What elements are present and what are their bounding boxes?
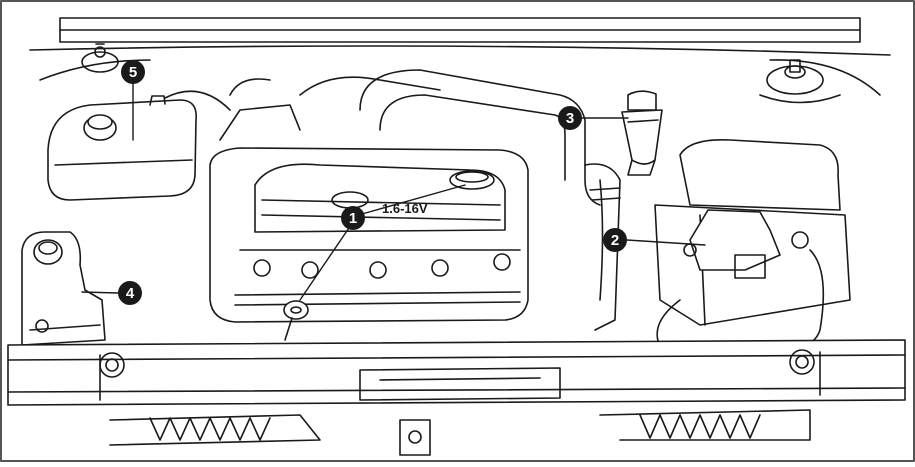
callout-5-marker: 5: [121, 60, 145, 84]
leader-lines: [81, 83, 706, 301]
callout-5-number: 5: [129, 64, 137, 81]
callout-2-number: 2: [611, 232, 619, 249]
coolant-expansion-tank: [47, 90, 231, 201]
callout-3-marker: 3: [558, 106, 582, 130]
engine-label: 1.6-16V: [382, 201, 428, 216]
callout-1-marker: 1: [341, 206, 365, 230]
callout-4-marker: 4: [118, 281, 142, 305]
battery: [654, 138, 851, 361]
washer-fluid-reservoir: [21, 231, 106, 346]
leader-4: [81, 291, 119, 294]
left-strut-mount: [81, 43, 119, 73]
callout-4-number: 4: [126, 285, 135, 302]
bulkhead: [29, 17, 891, 96]
right-strut-mount: [759, 59, 841, 104]
callout-3-number: 3: [566, 110, 574, 127]
front-crossmember: [7, 339, 906, 456]
leader-2: [626, 239, 706, 246]
callout-2-marker: 2: [603, 228, 627, 252]
brake-fluid-reservoir: [621, 90, 663, 176]
leader-1-cap: [361, 184, 466, 215]
engine-cover: [209, 76, 529, 323]
callout-1-number: 1: [349, 210, 357, 227]
leader-1-dipstick: [299, 221, 354, 301]
dipstick-handle: [283, 300, 309, 341]
